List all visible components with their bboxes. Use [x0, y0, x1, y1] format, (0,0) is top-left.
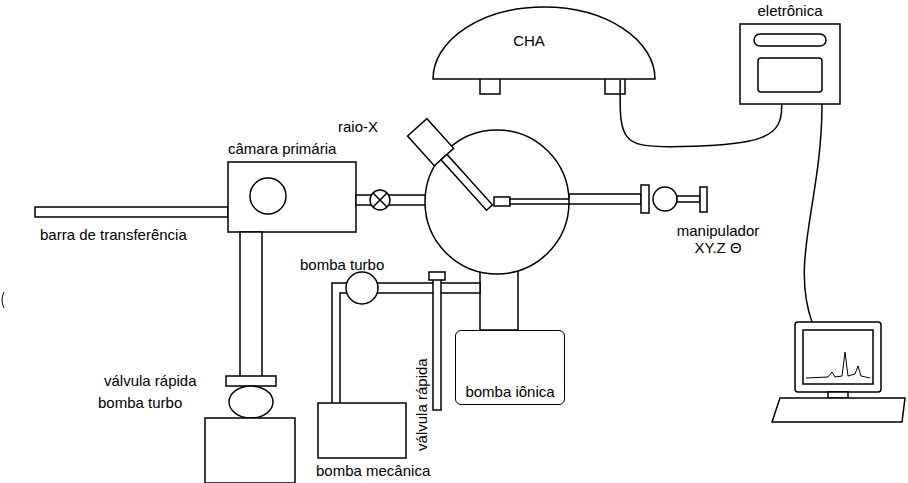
pipe — [240, 232, 262, 382]
part-label: barra de transferência — [40, 226, 187, 243]
mechanical-pump — [205, 418, 295, 483]
bracket — [2, 292, 4, 308]
part-label: válvula rápida — [104, 372, 197, 389]
analyser-dome: CHA — [432, 6, 656, 80]
sample-rod — [510, 199, 570, 204]
part-label: bomba turbo — [300, 256, 384, 273]
part-label: bomba turbo — [98, 394, 182, 411]
part-label: manipulador XY.Z Θ — [668, 222, 768, 257]
turbo-pump — [229, 386, 273, 418]
chamber-window — [250, 178, 286, 214]
pipe — [332, 283, 348, 403]
node-label: CHA — [432, 6, 626, 49]
fast-valve — [433, 278, 441, 410]
ion-pump: bomba iônica — [455, 330, 565, 405]
electronics-box — [740, 24, 840, 104]
sample — [494, 197, 510, 206]
manipulator-tube — [569, 194, 641, 204]
cable — [804, 104, 822, 322]
manipulator-knob — [700, 187, 707, 212]
keyboard — [772, 398, 905, 422]
manipulator-body — [653, 187, 677, 211]
node-label: bomba iônica — [456, 383, 564, 400]
gate-valve — [370, 190, 390, 210]
xray-tube — [441, 154, 492, 210]
fast-valve-head — [429, 272, 445, 280]
signal-cable — [620, 80, 782, 147]
flange — [641, 185, 649, 213]
spectrum — [806, 352, 870, 378]
part-label: raio-X — [338, 118, 378, 135]
pipe — [480, 268, 518, 330]
analyser-port — [480, 78, 500, 94]
screen — [803, 330, 873, 384]
mechanical-pump — [318, 403, 406, 458]
monitor — [795, 322, 881, 392]
part-label: válvula rápida — [412, 359, 429, 452]
valve-cross — [373, 193, 387, 207]
dome-shape — [433, 7, 655, 79]
primary-chamber — [228, 162, 356, 232]
display-panel — [758, 58, 822, 92]
pipe — [356, 195, 426, 205]
manipulator-shaft — [677, 196, 700, 202]
fast-valve — [226, 376, 276, 386]
electronics-unit: eletrônica — [738, 2, 842, 104]
transfer-bar — [35, 207, 228, 217]
pipe — [376, 283, 480, 293]
analyser-port — [605, 78, 625, 94]
part-label: bomba mecânica — [316, 462, 430, 479]
node-label: eletrônica — [738, 2, 842, 19]
part-label: câmara primária — [228, 140, 336, 157]
turbo-pump — [346, 272, 378, 304]
display-slot — [754, 34, 826, 46]
monitor-stand — [828, 392, 848, 398]
